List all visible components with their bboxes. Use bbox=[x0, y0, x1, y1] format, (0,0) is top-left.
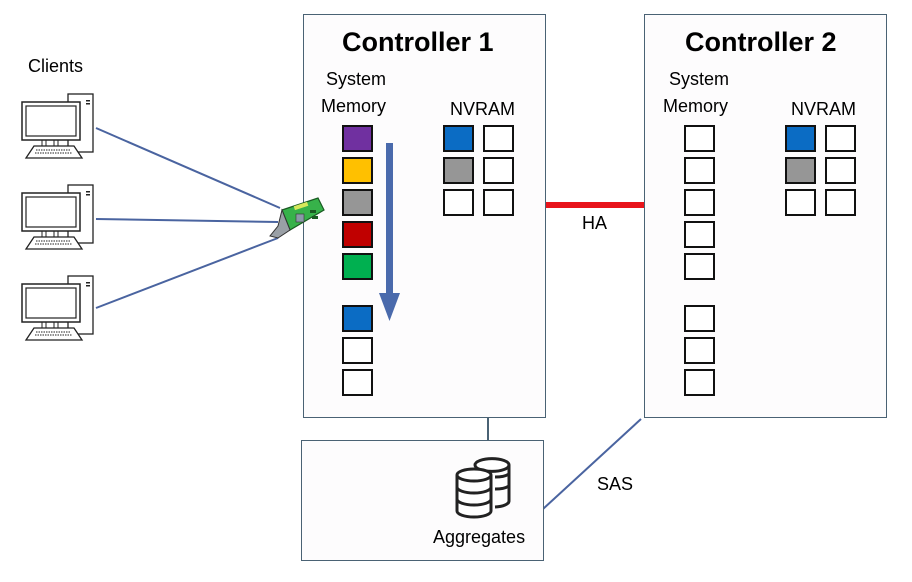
flush-arrow-icon bbox=[379, 143, 400, 321]
nvram-block bbox=[785, 189, 816, 216]
nvram-block bbox=[825, 157, 856, 184]
system-memory-block bbox=[342, 337, 373, 364]
controller-1-title: Controller 1 bbox=[342, 27, 494, 57]
nvram-block bbox=[785, 157, 816, 184]
nvram-block bbox=[443, 125, 474, 152]
client-1-link bbox=[95, 127, 281, 209]
nvram-block bbox=[825, 125, 856, 152]
nvram-block bbox=[483, 157, 514, 184]
client-computer-icon[interactable] bbox=[21, 93, 94, 159]
system-memory-block bbox=[342, 125, 373, 152]
system-memory-block bbox=[684, 189, 715, 216]
system-memory-block bbox=[684, 369, 715, 396]
nvram-block bbox=[785, 125, 816, 152]
client-computer-icon[interactable] bbox=[21, 275, 94, 341]
nvram-block bbox=[825, 189, 856, 216]
system-memory-block bbox=[684, 125, 715, 152]
controller-1-box: Controller 1 System Memory NVRAM bbox=[303, 14, 546, 418]
client-3-link bbox=[95, 237, 279, 309]
nvram-block bbox=[443, 157, 474, 184]
network-card-icon[interactable] bbox=[268, 196, 328, 242]
nvram-block bbox=[483, 125, 514, 152]
controller-1-memory-label-line2: Memory bbox=[321, 96, 387, 116]
controller-2-box: Controller 2 System Memory NVRAM bbox=[644, 14, 887, 418]
nvram-block bbox=[483, 189, 514, 216]
client-computer-icon[interactable] bbox=[21, 184, 94, 250]
aggregates-box: Aggregates bbox=[301, 440, 544, 561]
nvram-block bbox=[443, 189, 474, 216]
controller-2-title: Controller 2 bbox=[685, 27, 837, 57]
system-memory-block bbox=[342, 221, 373, 248]
sas-link bbox=[542, 418, 642, 510]
controller-2-system-label-line1: System bbox=[669, 69, 730, 89]
clients-label: Clients bbox=[28, 56, 84, 76]
system-memory-block bbox=[684, 221, 715, 248]
sas-label: SAS bbox=[597, 474, 634, 494]
controller-1-nvram-label: NVRAM bbox=[450, 99, 516, 119]
controller-2-memory-label-line2: Memory bbox=[663, 96, 729, 116]
system-memory-block bbox=[342, 253, 373, 280]
system-memory-block bbox=[342, 369, 373, 396]
system-memory-block bbox=[684, 305, 715, 332]
controller-1-system-label-line1: System bbox=[326, 69, 387, 89]
ha-label: HA bbox=[582, 213, 608, 233]
controller-2-nvram-label: NVRAM bbox=[791, 99, 857, 119]
aggregates-label: Aggregates bbox=[433, 527, 526, 547]
system-memory-block bbox=[684, 337, 715, 364]
database-icon bbox=[455, 457, 511, 519]
system-memory-block bbox=[342, 305, 373, 332]
system-memory-block bbox=[684, 157, 715, 184]
system-memory-block bbox=[684, 253, 715, 280]
client-2-link bbox=[95, 218, 279, 223]
system-memory-block bbox=[342, 157, 373, 184]
system-memory-block bbox=[342, 189, 373, 216]
